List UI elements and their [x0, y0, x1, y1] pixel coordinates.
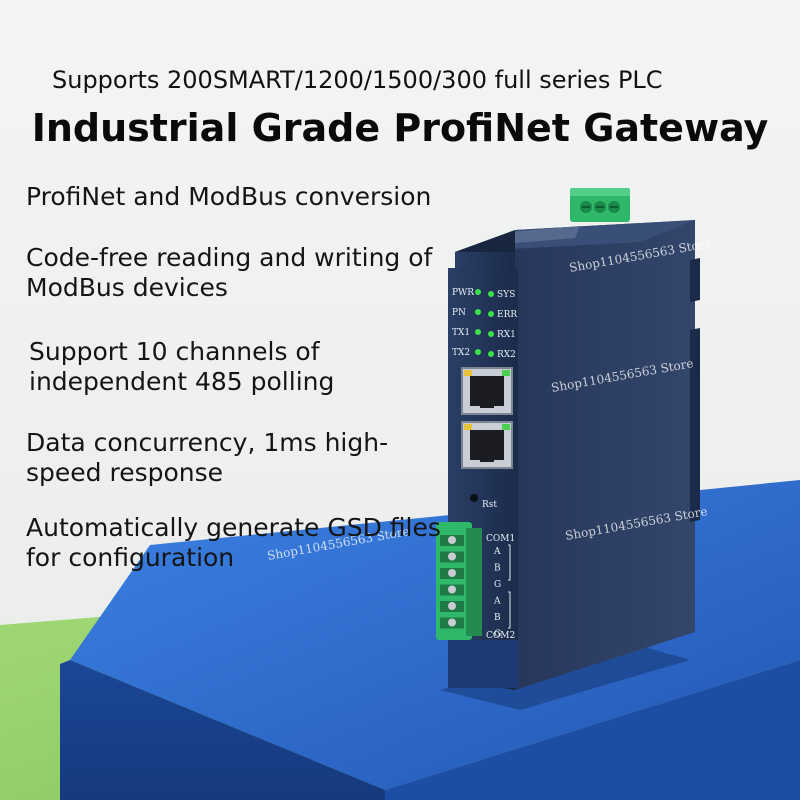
screw-head	[448, 585, 456, 594]
status-led	[488, 351, 494, 357]
screw-head	[448, 569, 456, 577]
device-side-panel	[515, 220, 695, 690]
ethernet-port-1	[461, 367, 513, 415]
status-led	[475, 309, 481, 315]
led-label-rx1: RX1	[497, 330, 516, 340]
com1-label: COM1	[486, 534, 515, 544]
led-label-pwr: PWR	[452, 288, 474, 298]
rs485-terminal-block	[436, 522, 482, 640]
ethernet-port-2	[461, 421, 513, 469]
led-label-rx2: RX2	[497, 350, 516, 360]
reset-label: Rst	[482, 500, 497, 510]
status-led	[475, 289, 481, 295]
status-led	[488, 311, 494, 317]
pin-label: A	[493, 547, 501, 557]
pin-label: B	[494, 613, 501, 623]
page-title: Industrial Grade ProfiNet Gateway	[31, 106, 769, 150]
led-label-sys: SYS	[497, 290, 515, 300]
pin-label: G	[494, 630, 501, 640]
feature-item: Data concurrency, 1ms high-speed respons…	[26, 428, 389, 487]
supports-subtitle: Supports 200SMART/1200/1500/300 full ser…	[52, 66, 663, 94]
led-label-tx2: TX2	[452, 348, 470, 358]
com2-label: COM2	[486, 631, 515, 641]
led-label-tx1: TX1	[452, 328, 470, 338]
status-led	[475, 329, 481, 335]
status-led	[488, 291, 494, 297]
led-label-pn: PN	[452, 308, 466, 318]
led-label-err: ERR	[497, 310, 517, 320]
feature-item: Automatically generate GSD files for con…	[26, 513, 441, 572]
top-terminal-block	[570, 188, 630, 222]
pin-label: G	[494, 580, 501, 590]
screw-head	[448, 602, 456, 610]
pin-label: B	[494, 564, 501, 574]
reset-button	[470, 494, 478, 502]
screw-head	[448, 618, 456, 627]
screw-head	[448, 536, 456, 544]
blue-platform-edge	[60, 660, 385, 800]
status-led	[488, 331, 494, 337]
feature-item: Code-free reading and writing of ModBus …	[26, 243, 433, 302]
screw-head	[448, 552, 456, 561]
feature-item: ProfiNet and ModBus conversion	[26, 182, 432, 211]
feature-item: Support 10 channels of independent 485 p…	[29, 337, 335, 396]
pin-label: A	[493, 597, 501, 607]
status-led	[475, 349, 481, 355]
